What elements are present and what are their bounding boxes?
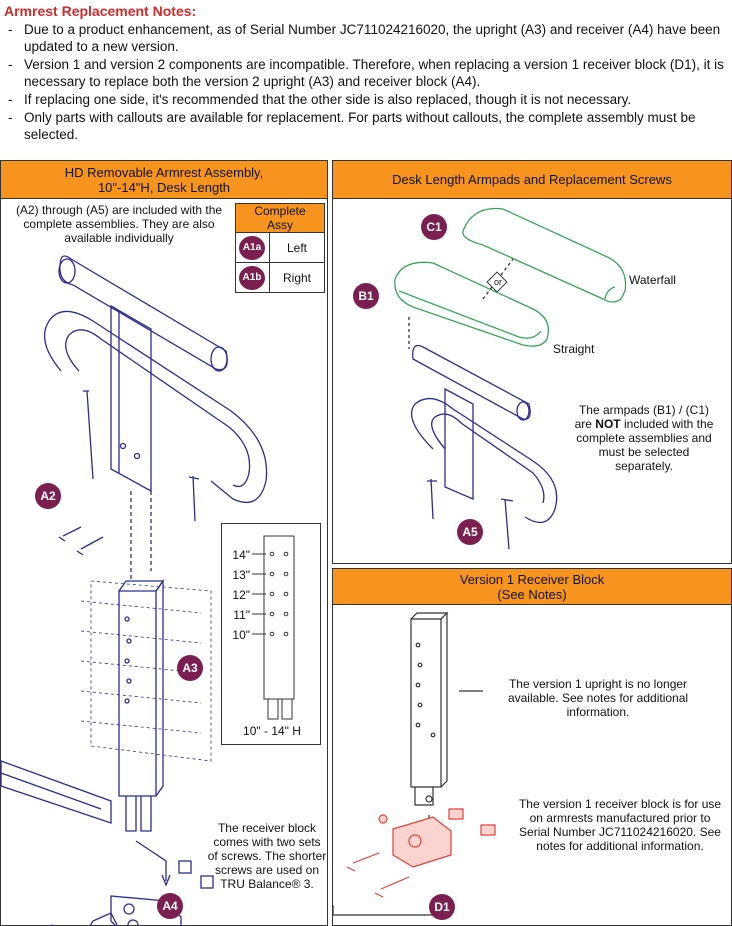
- complete-assy-header: Complete Assy: [235, 203, 325, 233]
- height-12: 12": [232, 588, 250, 602]
- panel-armpads-header: Desk Length Armpads and Replacement Scre…: [333, 161, 731, 199]
- or-label: or: [493, 277, 502, 287]
- callout-a3: A3: [177, 655, 203, 681]
- armpad-note: The armpads (B1) / (C1) are NOT included…: [574, 403, 714, 473]
- straight-label: Straight: [553, 342, 595, 356]
- notes-title: Armrest Replacement Notes:: [4, 3, 197, 19]
- or-symbol: [486, 271, 508, 293]
- note-item: -Version 1 and version 2 components are …: [8, 57, 724, 89]
- height-upright-drawing: [252, 535, 295, 720]
- panel-armrest-assembly-header: HD Removable Armrest Assembly, 10"-14"H,…: [1, 161, 327, 199]
- callout-a2: A2: [35, 483, 61, 509]
- armrest-frame-drawing: [0, 255, 268, 926]
- panel-armrest-assembly: HD Removable Armrest Assembly, 10"-14"H,…: [0, 160, 328, 926]
- callout-a1b: A1b: [239, 265, 265, 290]
- note-item: -Due to a product enhancement, as of Ser…: [8, 22, 721, 54]
- callout-d1: D1: [429, 894, 455, 920]
- callout-a1a: A1a: [239, 235, 265, 260]
- side-right: Right: [269, 262, 325, 293]
- height-reference-box: 14" 13" 12" 11" 10" 10" - 14" H: [221, 523, 321, 745]
- height-13: 13": [232, 568, 250, 582]
- panel-version1-receiver: Version 1 Receiver Block (See Notes): [332, 568, 732, 926]
- notes-list: -Due to a product enhancement, as of Ser…: [4, 21, 728, 143]
- version1-receiver-note: The version 1 receiver block is for use …: [518, 797, 722, 853]
- note-item: -Only parts with callouts are available …: [8, 110, 696, 142]
- complete-assy-table: Complete Assy A1a Left A1b Right: [235, 203, 325, 293]
- height-10: 10": [232, 628, 250, 642]
- height-range-label: 10" - 14" H: [243, 724, 301, 738]
- callout-a4: A4: [157, 893, 183, 919]
- height-11: 11": [233, 608, 250, 622]
- callout-c1: C1: [421, 214, 447, 240]
- included-note: (A2) through (A5) are included with the …: [15, 203, 223, 245]
- receiver-screws-note: The receiver block comes with two sets o…: [207, 821, 327, 891]
- panel-version1-receiver-header: Version 1 Receiver Block (See Notes): [333, 569, 731, 605]
- replacement-notes: Armrest Replacement Notes: -Due to a pro…: [4, 2, 728, 143]
- height-14: 14": [232, 548, 250, 562]
- callout-b1: B1: [353, 283, 379, 309]
- version1-drawing: [332, 611, 496, 916]
- waterfall-label: Waterfall: [629, 273, 676, 287]
- note-item: -If replacing one side, it's recommended…: [8, 92, 632, 107]
- version1-upright-note: The version 1 upright is no longer avail…: [507, 677, 689, 719]
- callout-a5: A5: [457, 519, 483, 545]
- panel-armpads: Desk Length Armpads and Replacement Scre…: [332, 160, 732, 564]
- side-left: Left: [269, 232, 325, 263]
- armpad-drawing: [394, 207, 627, 550]
